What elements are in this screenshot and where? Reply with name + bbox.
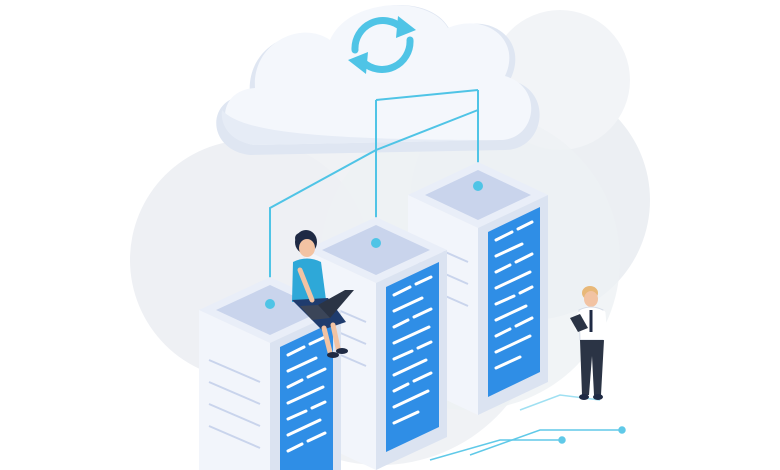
cloud-icon <box>216 4 540 155</box>
face <box>299 239 315 257</box>
connection-lines <box>269 89 479 300</box>
trousers <box>580 340 604 395</box>
face <box>584 291 598 307</box>
sync-arrows-icon <box>348 16 416 74</box>
laptop-icon <box>300 290 354 320</box>
tablet-icon <box>570 314 588 332</box>
man-with-tablet <box>570 286 608 400</box>
woman-with-laptop <box>292 230 354 358</box>
